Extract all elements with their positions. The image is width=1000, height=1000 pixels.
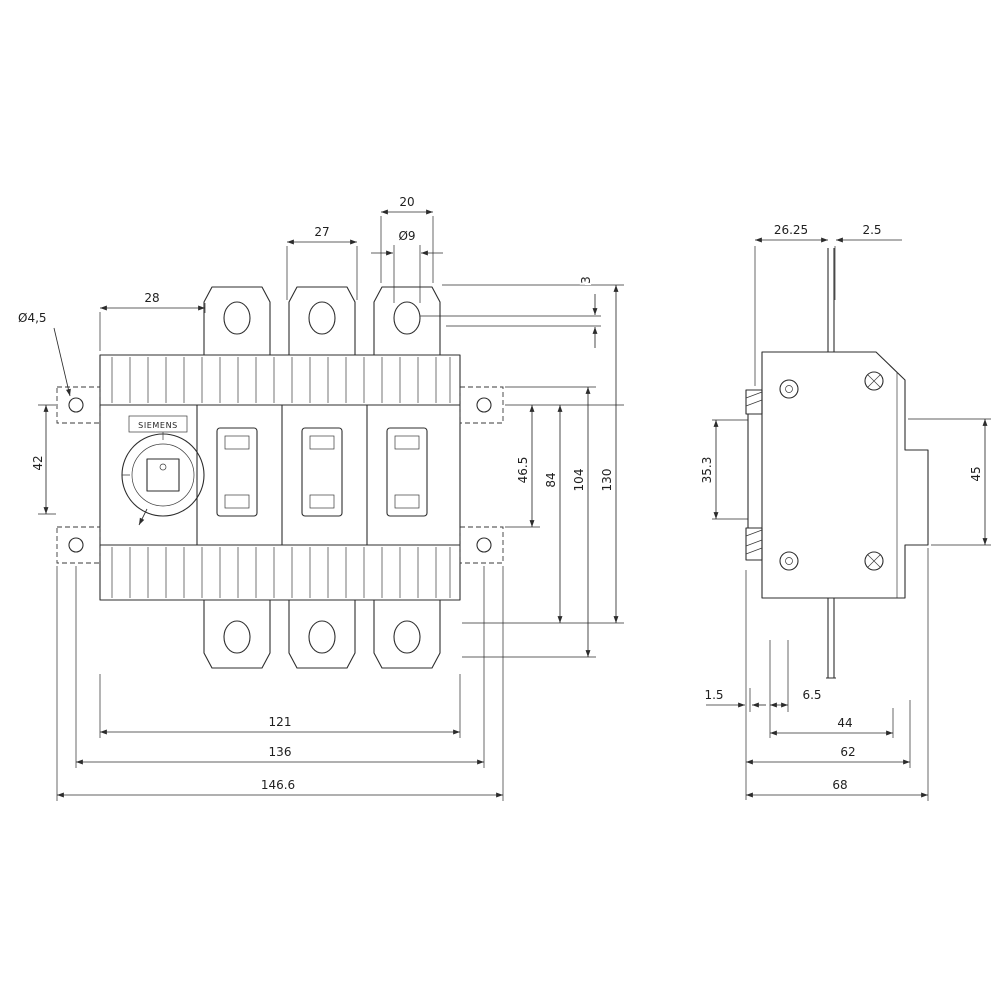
front-pole-separators bbox=[196, 405, 368, 545]
screw-cross-icon bbox=[867, 374, 881, 388]
bracket-hole bbox=[476, 397, 492, 413]
front-dim-20-label: 20 bbox=[399, 195, 414, 209]
terminal-hole bbox=[308, 301, 336, 335]
brand-plate: SIEMENS bbox=[128, 415, 188, 433]
screw-cross-icon bbox=[867, 554, 881, 568]
screw-icon bbox=[864, 371, 884, 391]
front-dim-46-5-label: 46.5 bbox=[516, 457, 530, 484]
front-dim-121-label: 121 bbox=[269, 715, 292, 729]
din-clip-bottom bbox=[745, 527, 763, 561]
brand-plate-frame bbox=[128, 415, 188, 433]
rotary-handle bbox=[121, 432, 205, 526]
side-dim-6-5-label: 6.5 bbox=[802, 688, 821, 702]
bracket bbox=[56, 526, 101, 564]
terminal-tab bbox=[373, 600, 441, 669]
front-dim-28-label: 28 bbox=[144, 291, 159, 305]
front-dim-136-label: 136 bbox=[269, 745, 292, 759]
screw-icon bbox=[864, 551, 884, 571]
side-dim-26-25-label: 26.25 bbox=[774, 223, 808, 237]
front-dim-104-label: 104 bbox=[572, 469, 586, 492]
front-dim-27-label: 27 bbox=[314, 225, 329, 239]
screw-center bbox=[785, 557, 793, 565]
leader-mount-hole bbox=[53, 327, 71, 397]
terminal-tab bbox=[288, 286, 356, 355]
terminal-tab bbox=[203, 600, 271, 669]
side-dim-68-label: 68 bbox=[832, 778, 847, 792]
pole-window-slot bbox=[224, 494, 250, 509]
terminal-tab bbox=[203, 286, 271, 355]
side-dim-45-label: 45 bbox=[969, 466, 983, 481]
side-extension-lines bbox=[712, 246, 991, 801]
handle-outer-ring bbox=[121, 433, 205, 517]
side-dimensions: 26.25 2.5 35.3 45 1.5 6.5 44 62 68 bbox=[698, 221, 991, 801]
pole-window-slot bbox=[394, 494, 420, 509]
front-dim-84-label: 84 bbox=[544, 472, 558, 487]
busbar-lines bbox=[826, 248, 836, 679]
din-clip-top bbox=[745, 389, 763, 415]
front-body-outline bbox=[99, 354, 461, 601]
front-ribs-top bbox=[111, 357, 451, 403]
side-screws bbox=[779, 371, 884, 571]
handle-center-mark bbox=[159, 463, 167, 471]
front-dim-130-label: 130 bbox=[600, 469, 614, 492]
terminal-hole bbox=[223, 620, 251, 654]
side-dim-35-3-label: 35.3 bbox=[700, 457, 714, 484]
din-clip-hatch bbox=[745, 391, 763, 555]
front-dim-hole-label: Ø9 bbox=[398, 229, 415, 243]
front-extension-lines bbox=[38, 216, 624, 801]
brand-label: SIEMENS bbox=[138, 421, 178, 430]
bracket bbox=[459, 386, 504, 424]
pole-window-slot bbox=[309, 494, 335, 509]
bracket-hole bbox=[68, 397, 84, 413]
pole-window-slot bbox=[309, 435, 335, 450]
front-dim-3-label: 3 bbox=[579, 276, 593, 284]
front-dim-mount-hole-label: Ø4,5 bbox=[18, 311, 47, 325]
bottom-terminals bbox=[203, 600, 441, 669]
pole-window-slot bbox=[394, 435, 420, 450]
pole-window bbox=[216, 427, 258, 517]
terminal-hole bbox=[393, 301, 421, 335]
bracket-hole bbox=[68, 537, 84, 553]
side-dim-2-5-label: 2.5 bbox=[862, 223, 881, 237]
front-pole-windows bbox=[216, 427, 428, 517]
terminal-tab bbox=[288, 600, 356, 669]
front-dim-146-6-label: 146.6 bbox=[261, 778, 295, 792]
front-dim-42-label: 42 bbox=[31, 455, 45, 470]
terminal-hole bbox=[223, 301, 251, 335]
pole-window bbox=[301, 427, 343, 517]
screw-center bbox=[785, 385, 793, 393]
handle-shaft-square bbox=[146, 458, 180, 492]
handle-inner-ring bbox=[131, 443, 195, 507]
terminal-hole bbox=[308, 620, 336, 654]
bracket-hole bbox=[476, 537, 492, 553]
bracket bbox=[459, 526, 504, 564]
side-dim-62-label: 62 bbox=[840, 745, 855, 759]
front-view: SIEMENS bbox=[56, 286, 504, 669]
side-dim-1-5-label: 1.5 bbox=[704, 688, 723, 702]
din-rail-channel bbox=[747, 413, 762, 529]
terminal-tab bbox=[373, 286, 441, 355]
front-ribs-bottom bbox=[111, 547, 451, 598]
pole-window bbox=[386, 427, 428, 517]
handle-position-ticks bbox=[122, 432, 164, 476]
front-body-bands bbox=[100, 404, 460, 546]
screw-icon bbox=[779, 379, 799, 399]
top-terminals bbox=[203, 286, 441, 355]
side-body-outline bbox=[761, 351, 929, 599]
screw-icon bbox=[779, 551, 799, 571]
side-dim-44-label: 44 bbox=[837, 716, 852, 730]
bracket bbox=[56, 386, 101, 424]
front-dimensions: 20 27 Ø9 28 3 Ø4,5 42 46.5 84 104 130 12… bbox=[16, 193, 624, 801]
handle-rotation-arrow bbox=[138, 508, 148, 526]
side-view bbox=[745, 248, 929, 679]
pole-window-slot bbox=[224, 435, 250, 450]
terminal-hole bbox=[393, 620, 421, 654]
mounting-brackets bbox=[56, 386, 504, 564]
